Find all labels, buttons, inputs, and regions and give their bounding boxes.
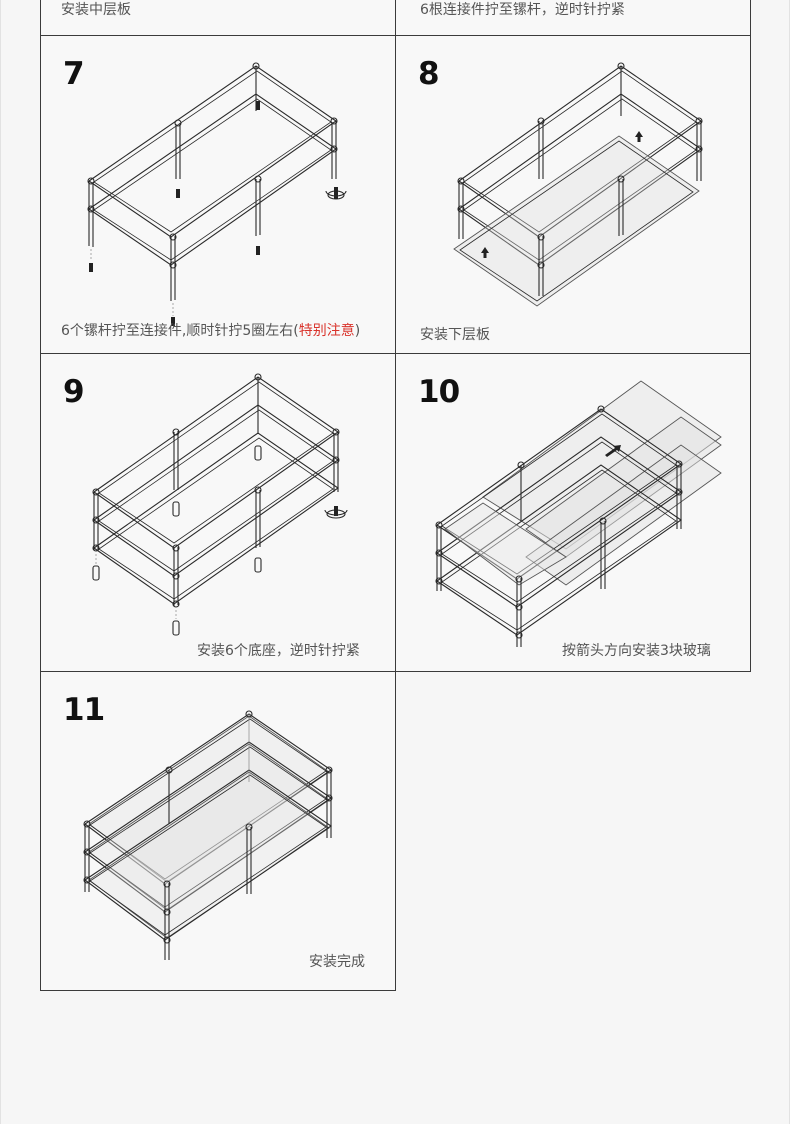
step-caption: 安装下层板 <box>420 327 490 343</box>
instruction-grid: 安装中层板 6根连接件拧至镙杆，逆时针拧紧 7 <box>40 0 751 991</box>
step-cell-top-right: 6根连接件拧至镙杆，逆时针拧紧 <box>395 0 751 36</box>
step-7-illustration <box>87 62 347 326</box>
caption-text: 6个镙杆拧至连接件,顺时针拧5圈左右( <box>61 323 299 339</box>
caption-text-end: ) <box>354 323 361 339</box>
step-cell-9: 9 <box>40 353 396 672</box>
step-caption: 6个镙杆拧至连接件,顺时针拧5圈左右(特别注意) <box>61 320 360 340</box>
step-cell-7: 7 <box>40 35 396 354</box>
step-8-illustration <box>453 62 703 307</box>
arrow-up-icon <box>481 131 643 258</box>
step-11-illustration <box>83 710 333 960</box>
step-number: 10 <box>418 374 460 410</box>
step-cell-top-left: 安装中层板 <box>40 0 396 36</box>
step-9-illustration <box>92 373 348 636</box>
step-cell-8: 8 <box>395 35 751 354</box>
step-cell-11: 11 <box>40 671 396 991</box>
step-caption: 按箭头方向安装3块玻璃 <box>562 643 711 659</box>
step-caption: 6根连接件拧至镙杆，逆时针拧紧 <box>420 2 625 18</box>
step-cell-10: 10 <box>395 353 751 672</box>
foot-pad-icon <box>325 187 347 200</box>
foot-pad-icon <box>92 445 348 636</box>
step-number: 7 <box>63 56 85 92</box>
bolt-icon <box>89 101 260 326</box>
step-10-illustration <box>435 380 722 647</box>
step-caption: 安装6个底座，逆时针拧紧 <box>197 643 360 659</box>
step-caption: 安装完成 <box>309 954 365 970</box>
arrow-down-left-icon <box>605 445 621 457</box>
step-caption: 安装中层板 <box>61 2 131 18</box>
step-number: 9 <box>63 374 85 410</box>
warning-text: 特别注意 <box>298 323 355 339</box>
step-number: 11 <box>63 692 105 728</box>
step-number: 8 <box>418 56 440 92</box>
